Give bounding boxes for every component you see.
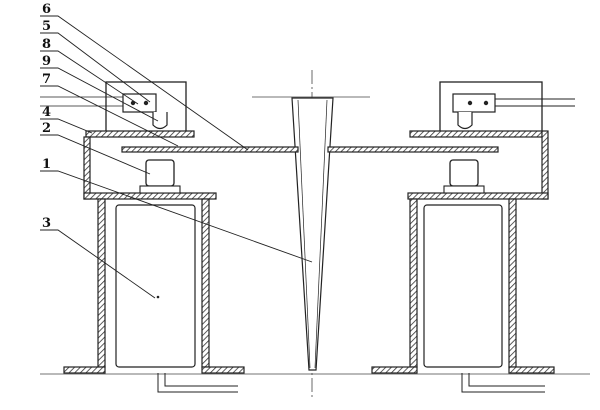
- left-pipe: [157, 373, 238, 393]
- leader-3: [40, 229, 156, 299]
- right-pipe: [461, 373, 545, 393]
- label-6: 6: [42, 2, 51, 17]
- leader-lines: [40, 15, 313, 299]
- leader-2: [40, 134, 151, 175]
- right-column-right-wall: [508, 198, 517, 368]
- right-assembly: [371, 81, 575, 393]
- left-top-ledge: [85, 130, 195, 138]
- leader-1: [40, 170, 313, 263]
- left-foot-right: [201, 366, 245, 374]
- right-hook: [457, 112, 473, 130]
- label-8: 8: [42, 37, 51, 52]
- right-pipe-2: [468, 373, 545, 387]
- probe-inner-line-right: [314, 99, 328, 369]
- label-1: 1: [42, 157, 51, 172]
- label-2: 2: [42, 121, 51, 136]
- right-column-left-wall: [409, 198, 418, 368]
- right-column-inner: [423, 204, 503, 368]
- horizontal-plate-right: [327, 146, 499, 153]
- right-top-ledge: [409, 130, 543, 138]
- leader-5: [40, 32, 151, 103]
- label-3: 3: [42, 216, 51, 231]
- leader-7: [40, 85, 179, 147]
- leader-9: [40, 67, 159, 122]
- leader-4: [40, 118, 93, 134]
- leader-8: [40, 50, 139, 105]
- left-motor: [145, 159, 175, 187]
- left-column-left-wall: [97, 198, 106, 368]
- leader-6: [40, 15, 249, 151]
- probe-inner-line-left: [297, 99, 311, 369]
- left-motor-base: [139, 185, 181, 194]
- tapered-probe: [291, 97, 334, 371]
- left-column-inner: [115, 204, 196, 368]
- horizontal-plate-left: [121, 146, 299, 153]
- label-7: 7: [42, 72, 51, 87]
- left-foot-left: [63, 366, 106, 374]
- left-frame-bottom: [83, 192, 217, 200]
- right-frame-bottom: [407, 192, 549, 200]
- left-pipe-2: [164, 373, 238, 387]
- label-5: 5: [42, 19, 51, 34]
- right-frame-right-wall: [541, 130, 549, 200]
- right-small-bracket: [452, 93, 496, 113]
- right-motor: [449, 159, 479, 187]
- right-motor-base: [443, 185, 485, 194]
- left-hook: [152, 112, 168, 130]
- right-foot-right: [508, 366, 555, 374]
- left-assembly: [63, 81, 245, 393]
- label-9: 9: [42, 54, 51, 69]
- left-small-bracket: [122, 93, 157, 113]
- label-4: 4: [42, 105, 51, 120]
- right-foot-left: [371, 366, 418, 374]
